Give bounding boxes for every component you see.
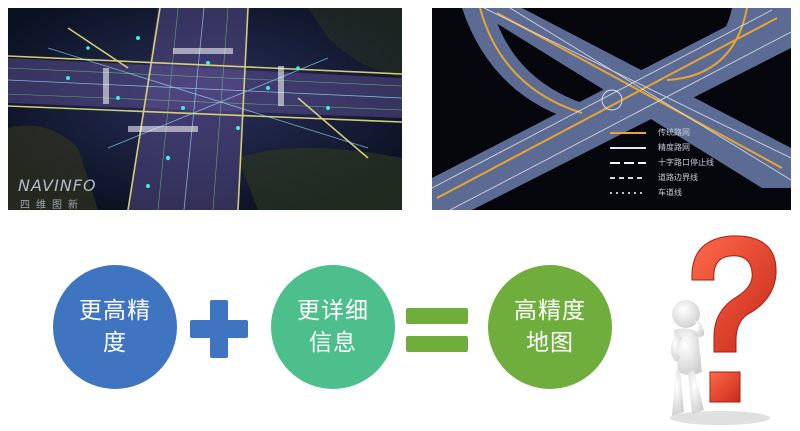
equals-bar-bottom [406, 336, 468, 352]
legend-row-boundary: 道路边界线 [610, 171, 780, 186]
navinfo-watermark-cn: 四维图新 [20, 200, 84, 210]
legend-swatch [610, 132, 646, 134]
point-cloud-intersection-graphic [8, 8, 402, 210]
legend-row-lane: 车道线 [610, 186, 780, 201]
legend-swatch [610, 192, 646, 194]
term-more-detail-circle: 更详细 信息 [271, 265, 395, 389]
hd-map-legend: 传统路网 精度路网 十字路口停止线 道路边界线 车道线 [610, 126, 780, 201]
legend-row-precision: 精度路网 [610, 141, 780, 156]
term-higher-precision-label: 更高精 度 [79, 298, 151, 356]
hd-map-intersection-graphic [432, 8, 791, 210]
legend-swatch [610, 162, 646, 164]
equals-bar-top [406, 308, 468, 324]
legend-swatch [610, 177, 646, 179]
navinfo-watermark: NAVINFO [18, 176, 97, 195]
term-more-detail-label: 更详细 信息 [297, 298, 369, 356]
point-cloud-image: NAVINFO 四维图新 [8, 8, 402, 210]
term-higher-precision-circle: 更高精 度 [53, 265, 177, 389]
result-hd-map-label: 高精度 地图 [514, 298, 586, 356]
thinking-figure-question-mark-icon [670, 235, 777, 425]
equals-sign [406, 308, 468, 352]
legend-swatch [610, 147, 646, 149]
legend-label: 车道线 [658, 188, 682, 197]
legend-label: 传统路网 [658, 128, 690, 137]
legend-label: 十字路口停止线 [658, 158, 714, 167]
plus-sign [190, 300, 248, 358]
result-hd-map-circle: 高精度 地图 [488, 265, 612, 389]
plus-bar-vertical [210, 300, 228, 358]
hd-map-image: 传统路网 精度路网 十字路口停止线 道路边界线 车道线 [432, 8, 791, 210]
legend-label: 道路边界线 [658, 173, 698, 182]
legend-label: 精度路网 [658, 143, 690, 152]
legend-row-traditional: 传统路网 [610, 126, 780, 141]
legend-row-stop-line: 十字路口停止线 [610, 156, 780, 171]
